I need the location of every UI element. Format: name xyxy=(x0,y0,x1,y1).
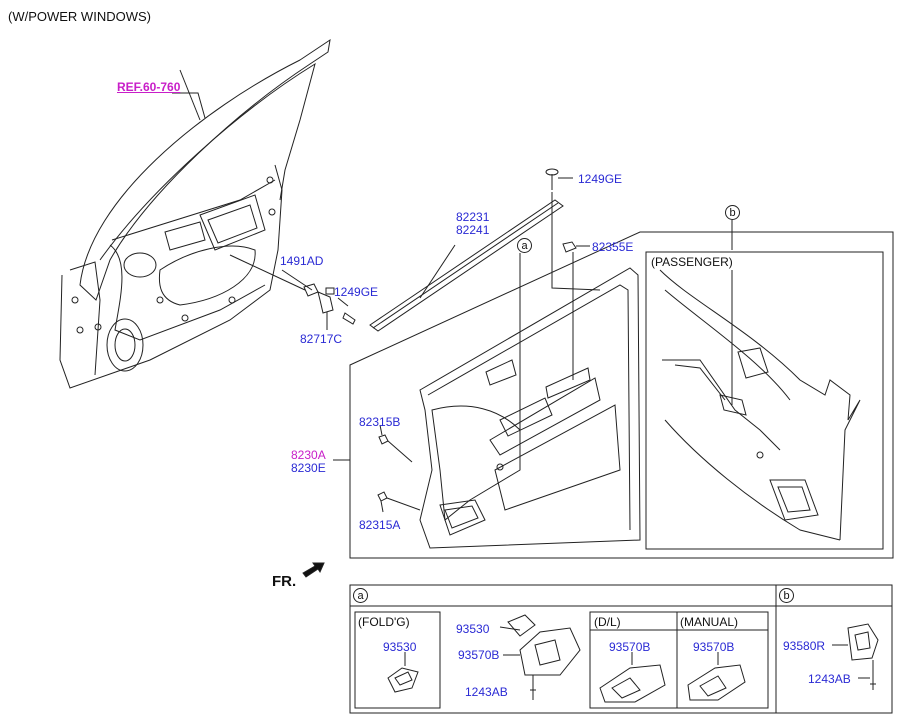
part-1249ge-top[interactable]: 1249GE xyxy=(578,172,623,186)
part-82717c[interactable]: 82717C xyxy=(300,332,343,346)
switch-93530-fold xyxy=(387,652,419,693)
part-82241[interactable]: 82241 xyxy=(456,223,490,237)
part-93570b-dl[interactable]: 93570B xyxy=(609,640,651,654)
switch-93580r xyxy=(832,623,879,690)
dl-label: (D/L) xyxy=(594,615,621,629)
part-93530-mid[interactable]: 93530 xyxy=(456,622,490,636)
part-1243ab-b[interactable]: 1243AB xyxy=(808,672,851,686)
options-table xyxy=(349,584,893,714)
part-8230a[interactable]: 8230A xyxy=(291,448,326,462)
table-callout-a: a xyxy=(353,588,368,603)
door-frame-illustration xyxy=(59,38,331,389)
switch-93570b-mid xyxy=(503,627,581,700)
screw-82315b xyxy=(378,424,413,463)
table-callout-b: b xyxy=(779,588,794,603)
switch-93530-mid xyxy=(499,614,536,637)
part-93570b-manual[interactable]: 93570B xyxy=(693,640,735,654)
switch-93570b-dl xyxy=(599,652,666,703)
part-82231[interactable]: 82231 xyxy=(456,210,490,224)
bracket-82717c xyxy=(281,269,356,330)
clip-82355e xyxy=(562,241,590,380)
part-82355e[interactable]: 82355E xyxy=(592,240,634,254)
part-93580r[interactable]: 93580R xyxy=(783,639,826,653)
ref-leader xyxy=(172,92,206,119)
trim-panel-box xyxy=(349,231,894,559)
weatherstrip-82231 xyxy=(369,199,564,332)
fold-cell xyxy=(354,611,441,709)
callout-a: a xyxy=(517,238,532,253)
screw-1249ge-top xyxy=(545,168,573,190)
switch-93570b-manual xyxy=(687,652,746,701)
callout-b: b xyxy=(725,205,740,220)
part-1491ad[interactable]: 1491AD xyxy=(280,254,324,268)
part-8230e[interactable]: 8230E xyxy=(291,461,326,475)
variant-title: (W/POWER WINDOWS) xyxy=(8,9,151,24)
part-93570b-mid[interactable]: 93570B xyxy=(458,648,500,662)
door-trim-driver xyxy=(419,253,641,549)
ref-link[interactable]: REF.60-760 xyxy=(117,80,181,94)
folding-label: (FOLD'G) xyxy=(358,615,410,629)
part-1243ab-mid[interactable]: 1243AB xyxy=(465,685,508,699)
door-trim-passenger xyxy=(659,269,861,541)
part-82315a[interactable]: 82315A xyxy=(359,518,401,532)
part-93530-fold[interactable]: 93530 xyxy=(383,640,417,654)
passenger-label: (PASSENGER) xyxy=(651,255,733,269)
front-arrow xyxy=(302,562,325,578)
passenger-inset-box xyxy=(645,251,884,550)
screw-82315a xyxy=(377,491,421,513)
dl-manual-cell xyxy=(589,611,769,709)
manual-label: (MANUAL) xyxy=(680,615,739,629)
part-82315b[interactable]: 82315B xyxy=(359,415,401,429)
front-label: FR. xyxy=(272,573,297,590)
part-1249ge-mid[interactable]: 1249GE xyxy=(334,285,379,299)
